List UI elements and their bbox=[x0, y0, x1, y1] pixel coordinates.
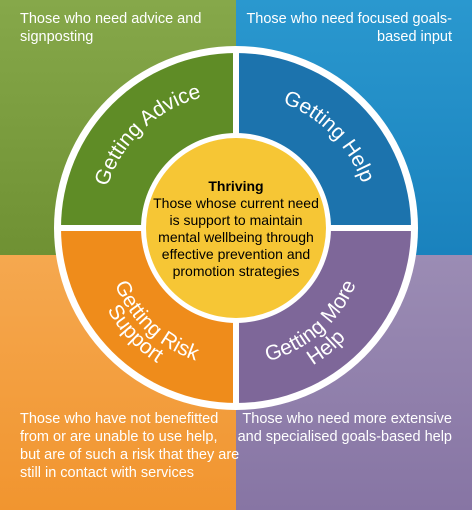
quadrant-help-text: Those who need focused goals-based input bbox=[246, 11, 452, 45]
quadrant-more-help-text: Those who need more extensive and specia… bbox=[237, 411, 452, 445]
thriving-circle bbox=[146, 138, 326, 318]
thriving-description: Those whose current need is support to m… bbox=[153, 195, 319, 279]
quadrant-risk-text: Those who have not benefitted from or ar… bbox=[20, 411, 240, 481]
quadrant-advice-text: Those who need advice and signposting bbox=[20, 11, 202, 45]
thriving-title: Thriving bbox=[208, 178, 264, 194]
thriving-center: Thriving Those whose current need is sup… bbox=[148, 150, 324, 308]
